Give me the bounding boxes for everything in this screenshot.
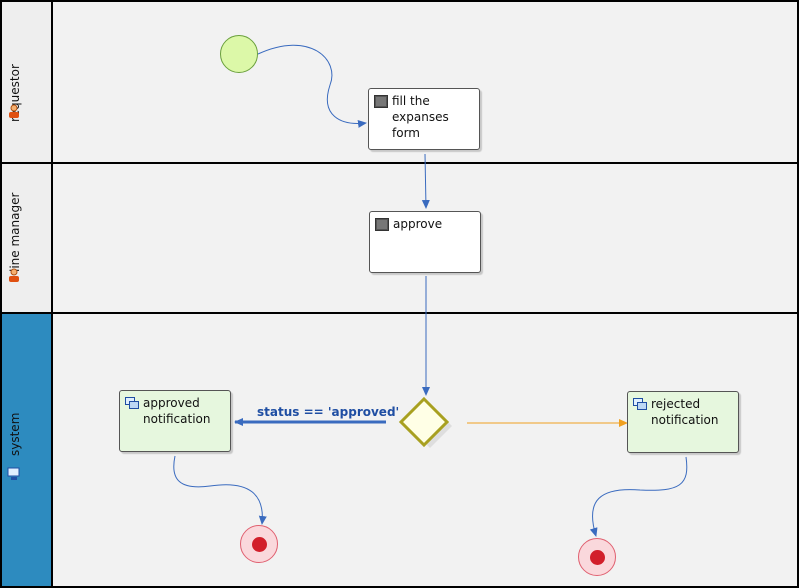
exclusive-gateway-icon[interactable] — [398, 396, 458, 452]
task-fill-expenses-form[interactable]: fill the expanses form — [368, 88, 480, 150]
service-task-icon — [633, 398, 647, 410]
flow-rejected-to-end — [589, 456, 688, 537]
task-rejected-notification[interactable]: rejected notification — [627, 391, 739, 453]
lane-header-line-manager: line manager — [2, 164, 53, 312]
flow-approved-to-end — [173, 455, 267, 525]
service-task-icon — [125, 397, 139, 409]
end-event-approved[interactable] — [240, 525, 278, 563]
task-label: rejected notification — [651, 397, 719, 427]
task-label: approved notification — [143, 396, 211, 426]
task-approve[interactable]: approve — [369, 211, 481, 273]
user-icon — [9, 268, 19, 282]
condition-label-approved: status == 'approved' — [257, 405, 400, 419]
task-label: fill the expanses form — [392, 94, 449, 140]
end-event-dot — [589, 549, 605, 565]
task-label: approve — [393, 217, 443, 231]
lane-header-system: system — [2, 314, 53, 586]
start-event[interactable] — [220, 35, 258, 73]
end-event-rejected[interactable] — [578, 538, 616, 576]
user-icon — [9, 104, 19, 118]
computer-icon — [7, 467, 20, 480]
flow-start-to-fill — [257, 44, 367, 128]
end-event-dot — [251, 536, 267, 552]
human-task-icon — [374, 95, 388, 108]
task-approved-notification[interactable]: approved notification — [119, 390, 231, 452]
human-task-icon — [375, 218, 389, 231]
lane-header-requestor: requestor — [2, 2, 53, 162]
flow-fill-to-approve — [421, 153, 430, 209]
